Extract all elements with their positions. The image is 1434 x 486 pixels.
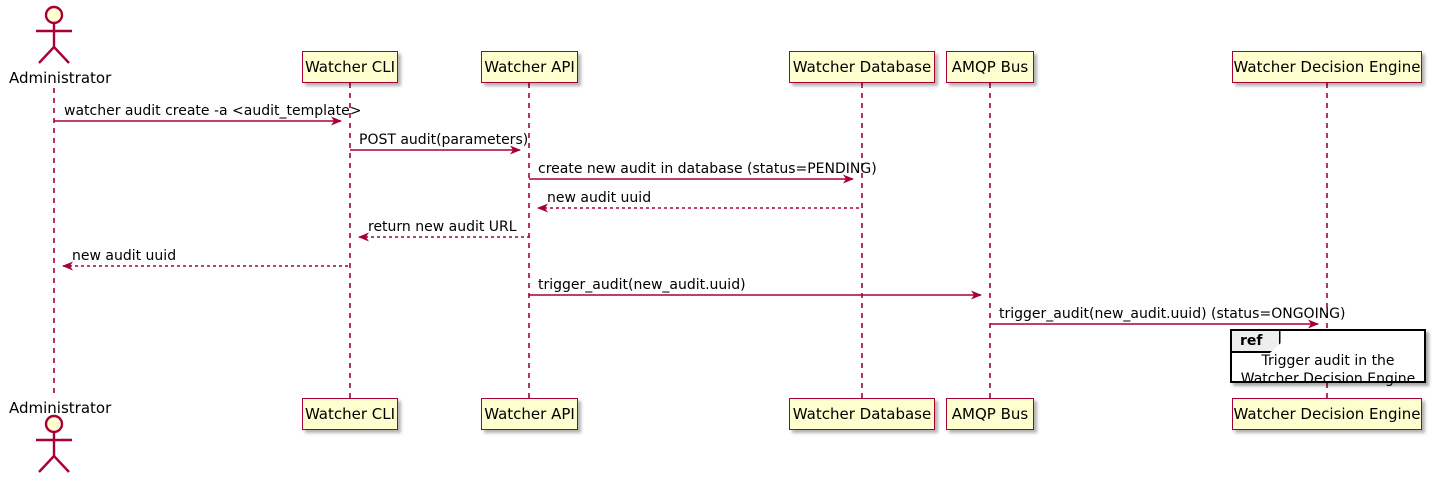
- participant-box-amqp-bus-top[interactable]: AMQP Bus: [946, 51, 1034, 83]
- ref-block-keyword: ref: [1232, 331, 1281, 354]
- participant-box-watcher-api-top[interactable]: Watcher API: [481, 51, 578, 83]
- message-label-1: watcher audit create -a <audit_template>: [64, 103, 362, 119]
- actor-label-administrator-top: Administrator: [9, 69, 112, 87]
- message-label-5: return new audit URL: [368, 219, 517, 235]
- participant-box-amqp-bus-bottom[interactable]: AMQP Bus: [946, 398, 1034, 430]
- participant-box-watcher-database-bottom[interactable]: Watcher Database: [789, 398, 935, 430]
- message-label-8: trigger_audit(new_audit.uuid) (status=ON…: [999, 306, 1346, 322]
- participant-box-watcher-api-bottom[interactable]: Watcher API: [481, 398, 578, 430]
- participant-box-watcher-decision-engine-top[interactable]: Watcher Decision Engine: [1232, 51, 1422, 83]
- actor-administrator-top-glyph: [36, 5, 72, 64]
- actor-label-administrator-bottom: Administrator: [9, 399, 112, 417]
- ref-block-line-1: Trigger audit in the: [1261, 353, 1395, 369]
- message-label-3: create new audit in database (status=PEN…: [538, 161, 877, 177]
- actor-administrator-bottom-glyph: [36, 414, 72, 473]
- ref-block-body: Trigger audit in the Watcher Decision En…: [1232, 353, 1424, 388]
- lifelines: [53, 83, 1328, 398]
- message-label-4: new audit uuid: [547, 190, 652, 206]
- ref-block[interactable]: ref Trigger audit in the Watcher Decisio…: [1230, 329, 1426, 387]
- ref-block-line-2: Watcher Decision Engine: [1240, 370, 1416, 387]
- participant-box-watcher-database-top[interactable]: Watcher Database: [789, 51, 935, 83]
- message-label-2: POST audit(parameters): [359, 132, 529, 148]
- participant-box-watcher-cli-bottom[interactable]: Watcher CLI: [302, 398, 398, 430]
- message-label-6: new audit uuid: [72, 248, 177, 264]
- participant-box-watcher-cli-top[interactable]: Watcher CLI: [302, 51, 398, 83]
- message-label-7: trigger_audit(new_audit.uuid): [538, 277, 746, 293]
- message-arrows: [54, 116, 1319, 329]
- participant-box-watcher-decision-engine-bottom[interactable]: Watcher Decision Engine: [1232, 398, 1422, 430]
